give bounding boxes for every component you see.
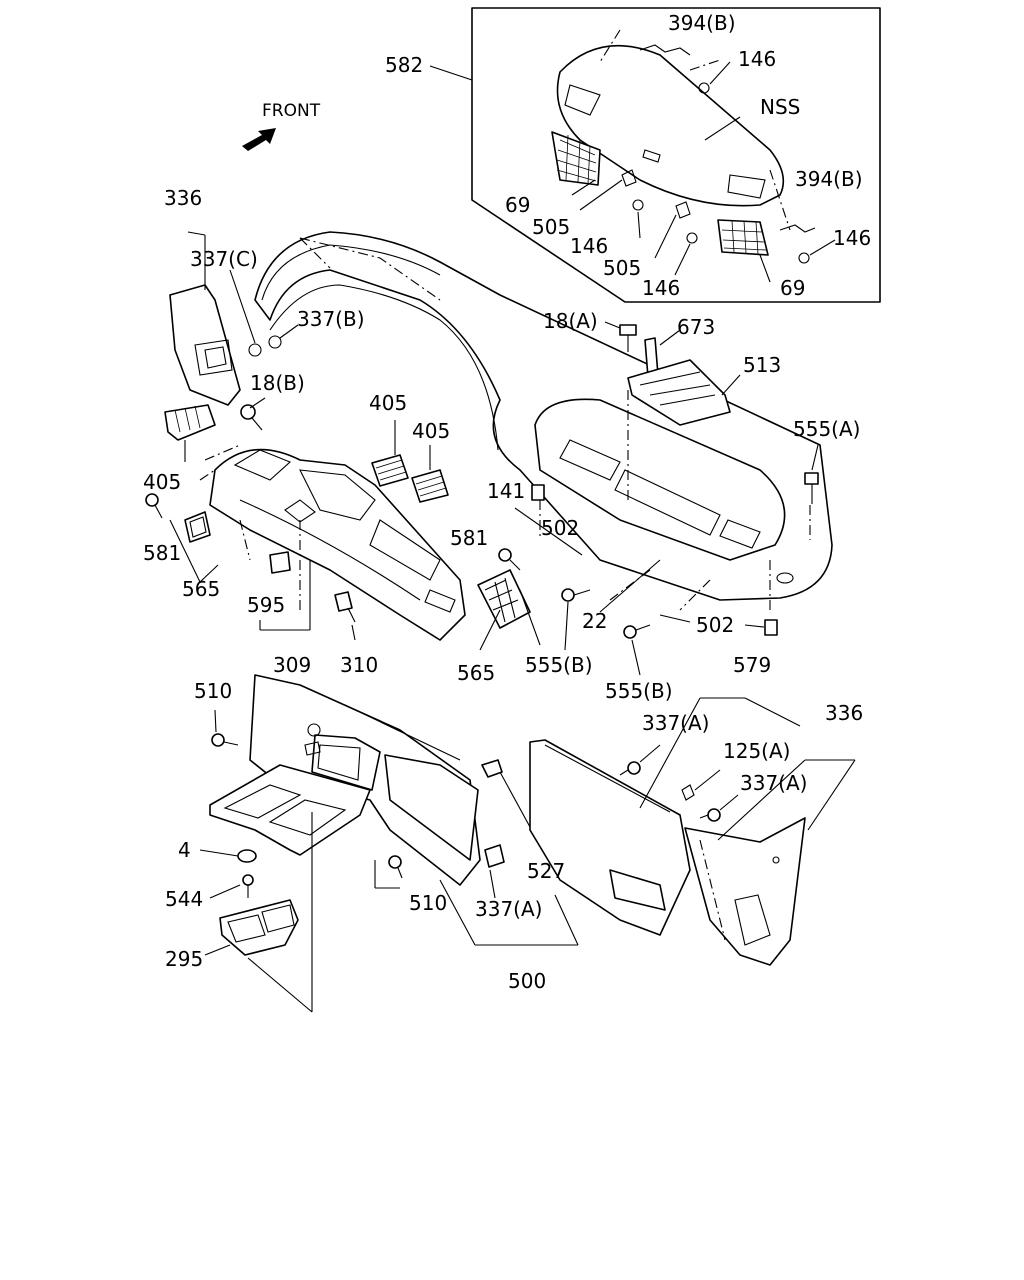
label-510-2: 510 (409, 891, 447, 915)
inset-582 (429, 7, 881, 303)
label-69-2: 69 (780, 276, 805, 300)
label-295: 295 (165, 947, 203, 971)
label-673: 673 (677, 315, 715, 339)
label-565-2: 565 (457, 661, 495, 685)
label-4: 4 (178, 838, 191, 862)
label-405-2: 405 (412, 419, 450, 443)
label-505-2: 505 (603, 256, 641, 280)
leads-141-502-22 (514, 507, 691, 623)
cupholder-295 (199, 812, 313, 1013)
label-502-2: 502 (696, 613, 734, 637)
label-146-1: 146 (738, 47, 776, 71)
label-337b: 337(B) (297, 307, 365, 331)
clips-502 (531, 484, 778, 636)
label-555b-2: 555(B) (605, 679, 673, 703)
left-panel-336 (169, 231, 299, 406)
bolt-555a (804, 444, 819, 504)
bolt-18a (604, 321, 637, 352)
label-141: 141 (487, 479, 525, 503)
clip-595 (259, 551, 311, 631)
label-582: 582 (385, 53, 423, 77)
front-label: FRONT (262, 101, 321, 121)
left-581-565 (145, 493, 219, 583)
label-nss: NSS (760, 95, 800, 119)
label-579: 579 (733, 653, 771, 677)
label-510-1: 510 (194, 679, 232, 703)
label-69-1: 69 (505, 193, 530, 217)
label-146-2: 146 (570, 234, 608, 258)
label-405-1: 405 (369, 391, 407, 415)
label-337a-1: 337(A) (642, 711, 709, 735)
clip-125a (681, 769, 721, 801)
label-18b: 18(B) (250, 371, 305, 395)
label-337a-2: 337(A) (740, 771, 807, 795)
label-394b-1: 394(B) (668, 11, 736, 35)
label-581-2: 581 (450, 526, 488, 550)
label-555a: 555(A) (793, 417, 860, 441)
label-394b-2: 394(B) (795, 167, 863, 191)
bolts-555b (561, 588, 651, 676)
label-405-3: 405 (143, 470, 181, 494)
right-581-565 (477, 548, 541, 651)
label-310: 310 (340, 653, 378, 677)
center-console-500 (209, 674, 481, 886)
label-336-1: 336 (164, 186, 202, 210)
label-309: 309 (273, 653, 311, 677)
label-336-2: 336 (825, 701, 863, 725)
front-arrow-icon (242, 128, 276, 151)
bolt-310 (334, 591, 356, 641)
glovebox-579 (529, 697, 801, 936)
label-555b-1: 555(B) (525, 653, 593, 677)
screws-510 (211, 709, 403, 889)
label-146-4: 146 (833, 226, 871, 250)
label-527: 527 (527, 859, 565, 883)
right-panel-336 (684, 759, 856, 966)
label-513: 513 (743, 353, 781, 377)
label-146-3: 146 (642, 276, 680, 300)
upper-dashboard-pad (254, 231, 833, 611)
label-544: 544 (165, 887, 203, 911)
label-18a: 18(A) (543, 309, 598, 333)
part-labels: 582 394(B) 146 NSS 394(B) 69 505 146 505… (143, 11, 871, 993)
label-337a-3: 337(A) (475, 897, 542, 921)
label-500: 500 (508, 969, 546, 993)
bracket-500 (439, 879, 579, 946)
label-505-1: 505 (532, 215, 570, 239)
label-125a: 125(A) (723, 739, 790, 763)
label-595: 595 (247, 593, 285, 617)
label-502-1: 502 (541, 516, 579, 540)
vents-405 (164, 404, 449, 503)
cluster-housing-309 (199, 444, 466, 641)
label-565-1: 565 (182, 577, 220, 601)
label-337c: 337(C) (190, 247, 258, 271)
label-581-1: 581 (143, 541, 181, 565)
label-22: 22 (582, 609, 607, 633)
bolt-18b (240, 397, 266, 431)
bracket-513 (627, 329, 741, 426)
